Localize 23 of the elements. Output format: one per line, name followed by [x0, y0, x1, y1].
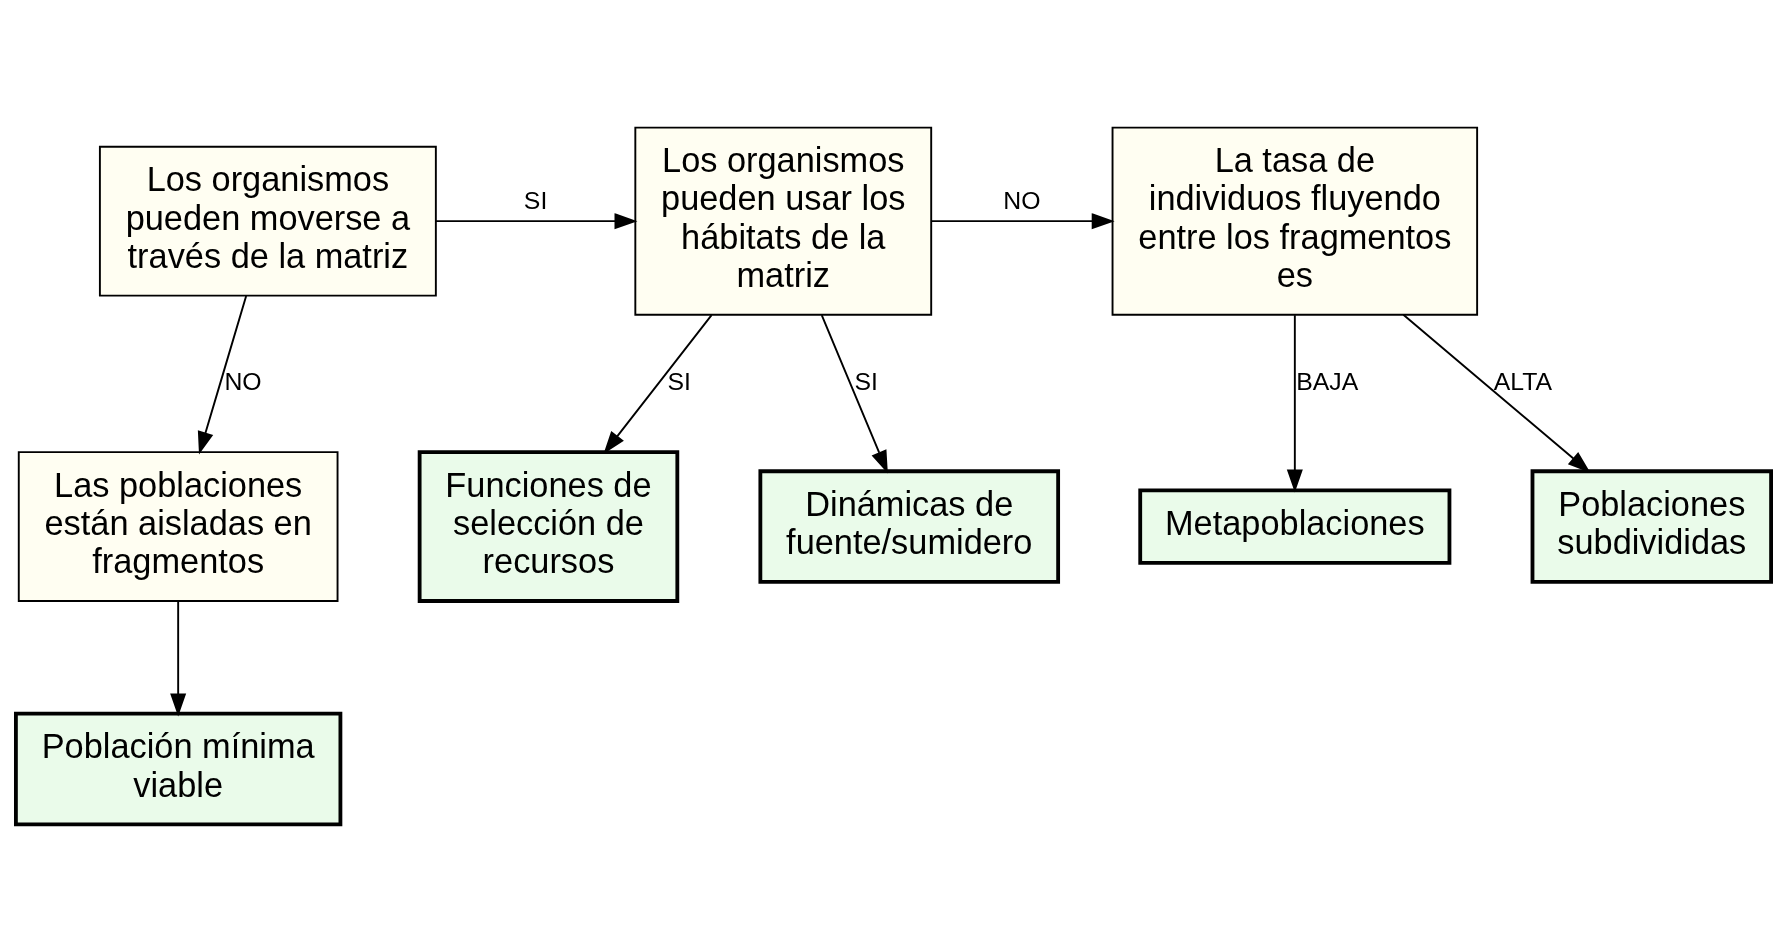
edge-label: NO — [1003, 186, 1041, 214]
node-box: La tasa de individuos fluyendo entre los fragmentos es — [1111, 126, 1479, 316]
edge-label: ALTA — [1493, 367, 1553, 395]
node-box: Funciones de selección de recursos — [417, 450, 680, 603]
node-box: Poblaciones subdivididas — [1530, 469, 1773, 584]
node-box: Población mínima viable — [14, 711, 343, 827]
node-box: Los organismos pueden moverse a través de la matriz — [98, 145, 437, 297]
arrow — [170, 600, 187, 717]
node-box: Dinámicas de fuente/sumidero — [758, 469, 1061, 584]
edge-label: BAJA — [1296, 367, 1359, 395]
edge-label: NO — [224, 367, 262, 395]
arrow — [1402, 313, 1591, 473]
arrow — [930, 213, 1115, 230]
edge-label: SI — [523, 186, 548, 214]
edge-label: SI — [667, 367, 691, 395]
node-box: Los organismos pueden usar los hábitats de la matriz — [634, 126, 933, 316]
node-box: Metapoblaciones — [1138, 488, 1452, 565]
arrow — [820, 314, 888, 474]
arrow — [197, 295, 248, 455]
edge-label: SI — [854, 367, 879, 395]
node-box: Las poblaciones están aisladas en fragmentos — [17, 451, 339, 602]
arrow — [1286, 314, 1303, 493]
arrow — [434, 213, 638, 230]
